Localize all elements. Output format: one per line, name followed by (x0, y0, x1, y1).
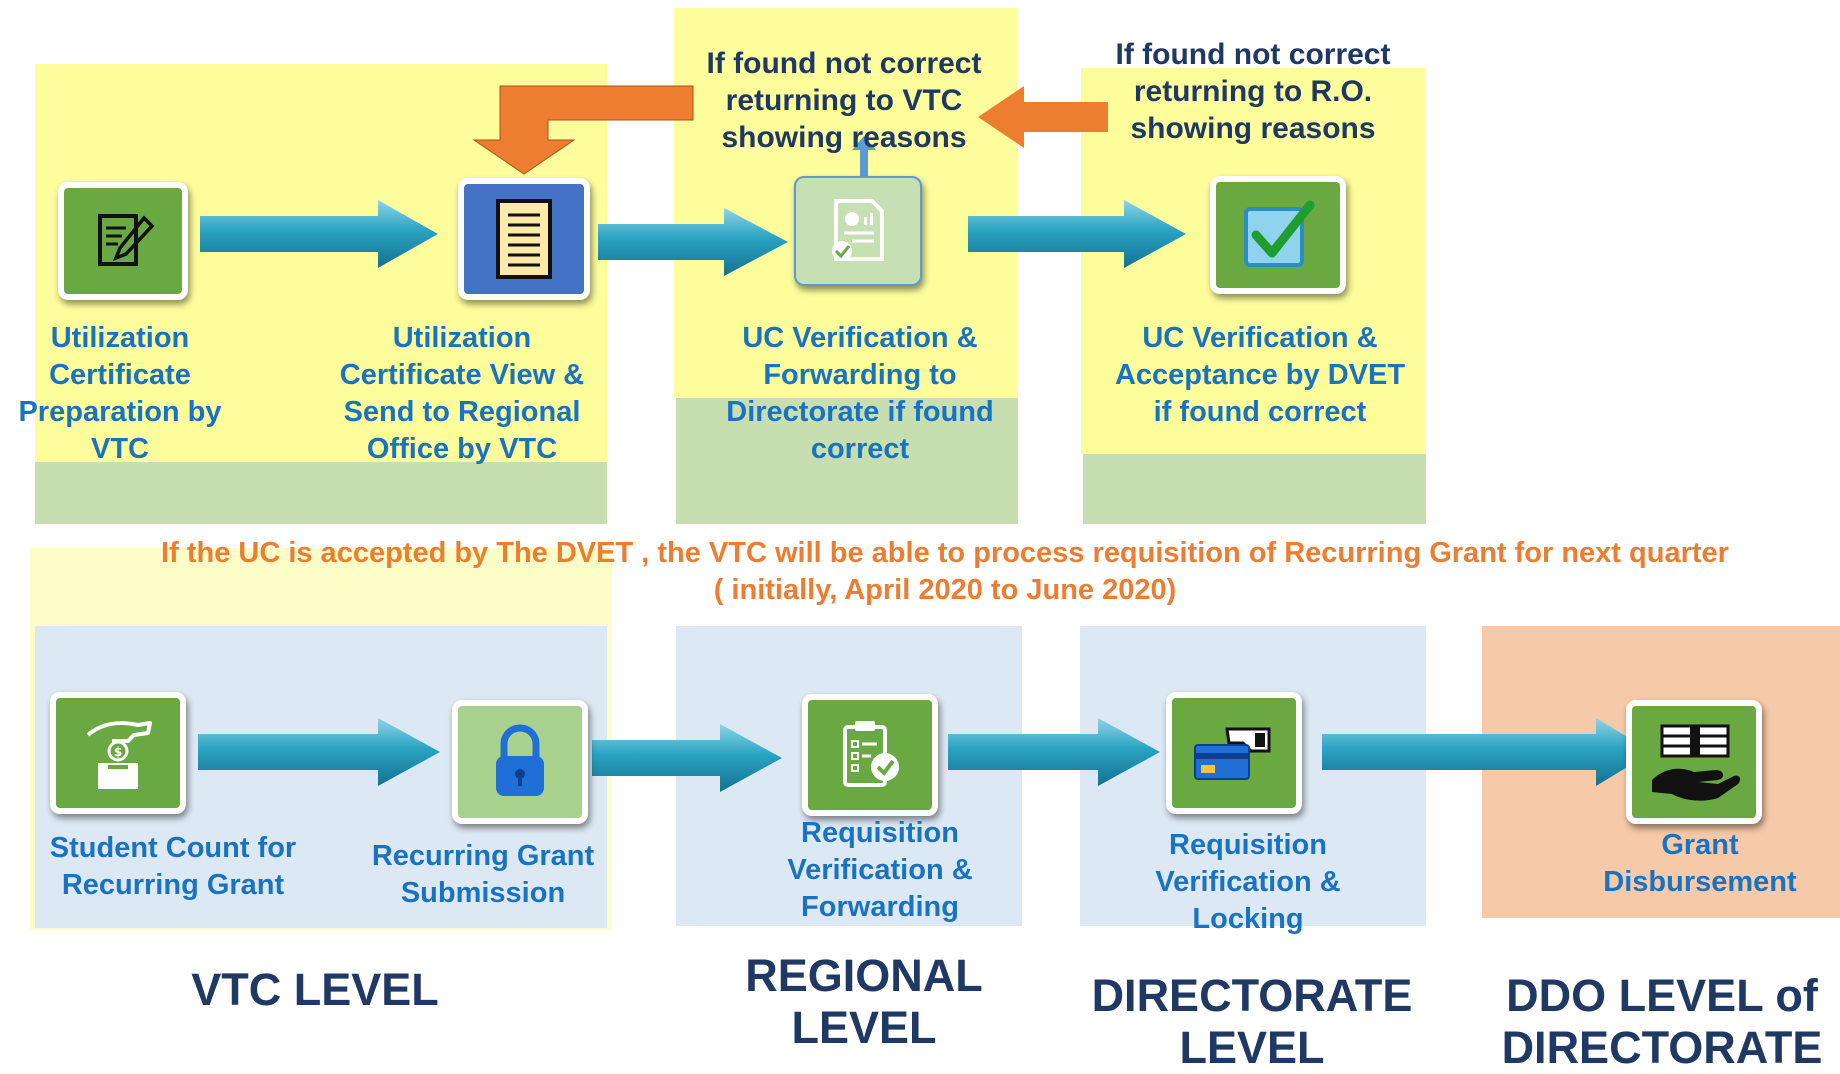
icon-tile-requisition-locking (1166, 692, 1302, 814)
card-payment-icon (1194, 727, 1271, 780)
return-note-to-ro: If found not correct returning to R.O. s… (1115, 38, 1391, 145)
return-arrow-to-ro (978, 86, 1108, 148)
icon-tile-uc-preparation (58, 182, 188, 300)
small-up-arrow (852, 136, 876, 178)
flow-arrow-bottom-2 (592, 724, 782, 792)
flow-arrow-bottom-3 (948, 718, 1160, 786)
icon-tile-student-count: $ (50, 692, 186, 814)
money-hand-icon (1652, 724, 1741, 801)
icon-tile-requisition-forwarding (802, 694, 938, 816)
return-arrow-to-vtc (472, 85, 694, 175)
step-label-uc-verification-forwarding: UC Verification & Forwarding to Director… (726, 322, 994, 465)
flow-arrow-top-3 (968, 200, 1186, 268)
flow-arrow-top-2 (598, 208, 788, 276)
donation-box-icon: $ (86, 721, 152, 789)
step-label-uc-preparation: Utilization Certificate Preparation by V… (18, 322, 222, 465)
checkbox-checked-icon (1244, 200, 1315, 267)
level-ddo-directorate: DDO LEVEL of DIRECTORATE (1501, 970, 1823, 1073)
icon-tile-grant-disbursement (1626, 700, 1762, 824)
icon-tile-uc-acceptance (1210, 176, 1346, 294)
step-label-student-count: Student Count for Recurring Grant (49, 832, 297, 901)
icon-tile-recurring-grant-submission (452, 700, 588, 824)
step-label-requisition-locking: Requisition Verification & Locking (1155, 829, 1341, 935)
flow-arrow-bottom-4 (1322, 718, 1652, 786)
document-icon (496, 199, 552, 279)
step-label-uc-acceptance: UC Verification & Acceptance by DVET if … (1114, 322, 1406, 428)
icon-tile-uc-verification-forwarding (794, 176, 922, 286)
level-regional: REGIONAL LEVEL (745, 950, 983, 1053)
flow-arrow-bottom-1 (198, 718, 440, 786)
step-label-uc-view-send: Utilization Certificate View & Send to R… (339, 322, 585, 465)
condition-note: If the UC is accepted by The DVET , the … (161, 537, 1729, 606)
step-label-recurring-grant-submission: Recurring Grant Submission (371, 840, 595, 909)
flow-arrow-top-1 (200, 200, 438, 268)
level-directorate: DIRECTORATE LEVEL (1091, 970, 1413, 1073)
step-label-grant-disbursement: Grant Disbursement (1603, 829, 1797, 898)
svg-text:$: $ (114, 745, 122, 759)
report-check-icon (832, 199, 884, 261)
level-vtc: VTC LEVEL (191, 964, 439, 1015)
clipboard-check-icon (843, 721, 899, 787)
edit-document-icon (98, 214, 155, 266)
step-label-requisition-forwarding: Requisition Verification & Forwarding (787, 817, 973, 923)
padlock-icon (496, 724, 544, 796)
icon-tile-uc-view-send (458, 178, 590, 300)
return-note-to-vtc: If found not correct returning to VTC sh… (706, 47, 982, 154)
